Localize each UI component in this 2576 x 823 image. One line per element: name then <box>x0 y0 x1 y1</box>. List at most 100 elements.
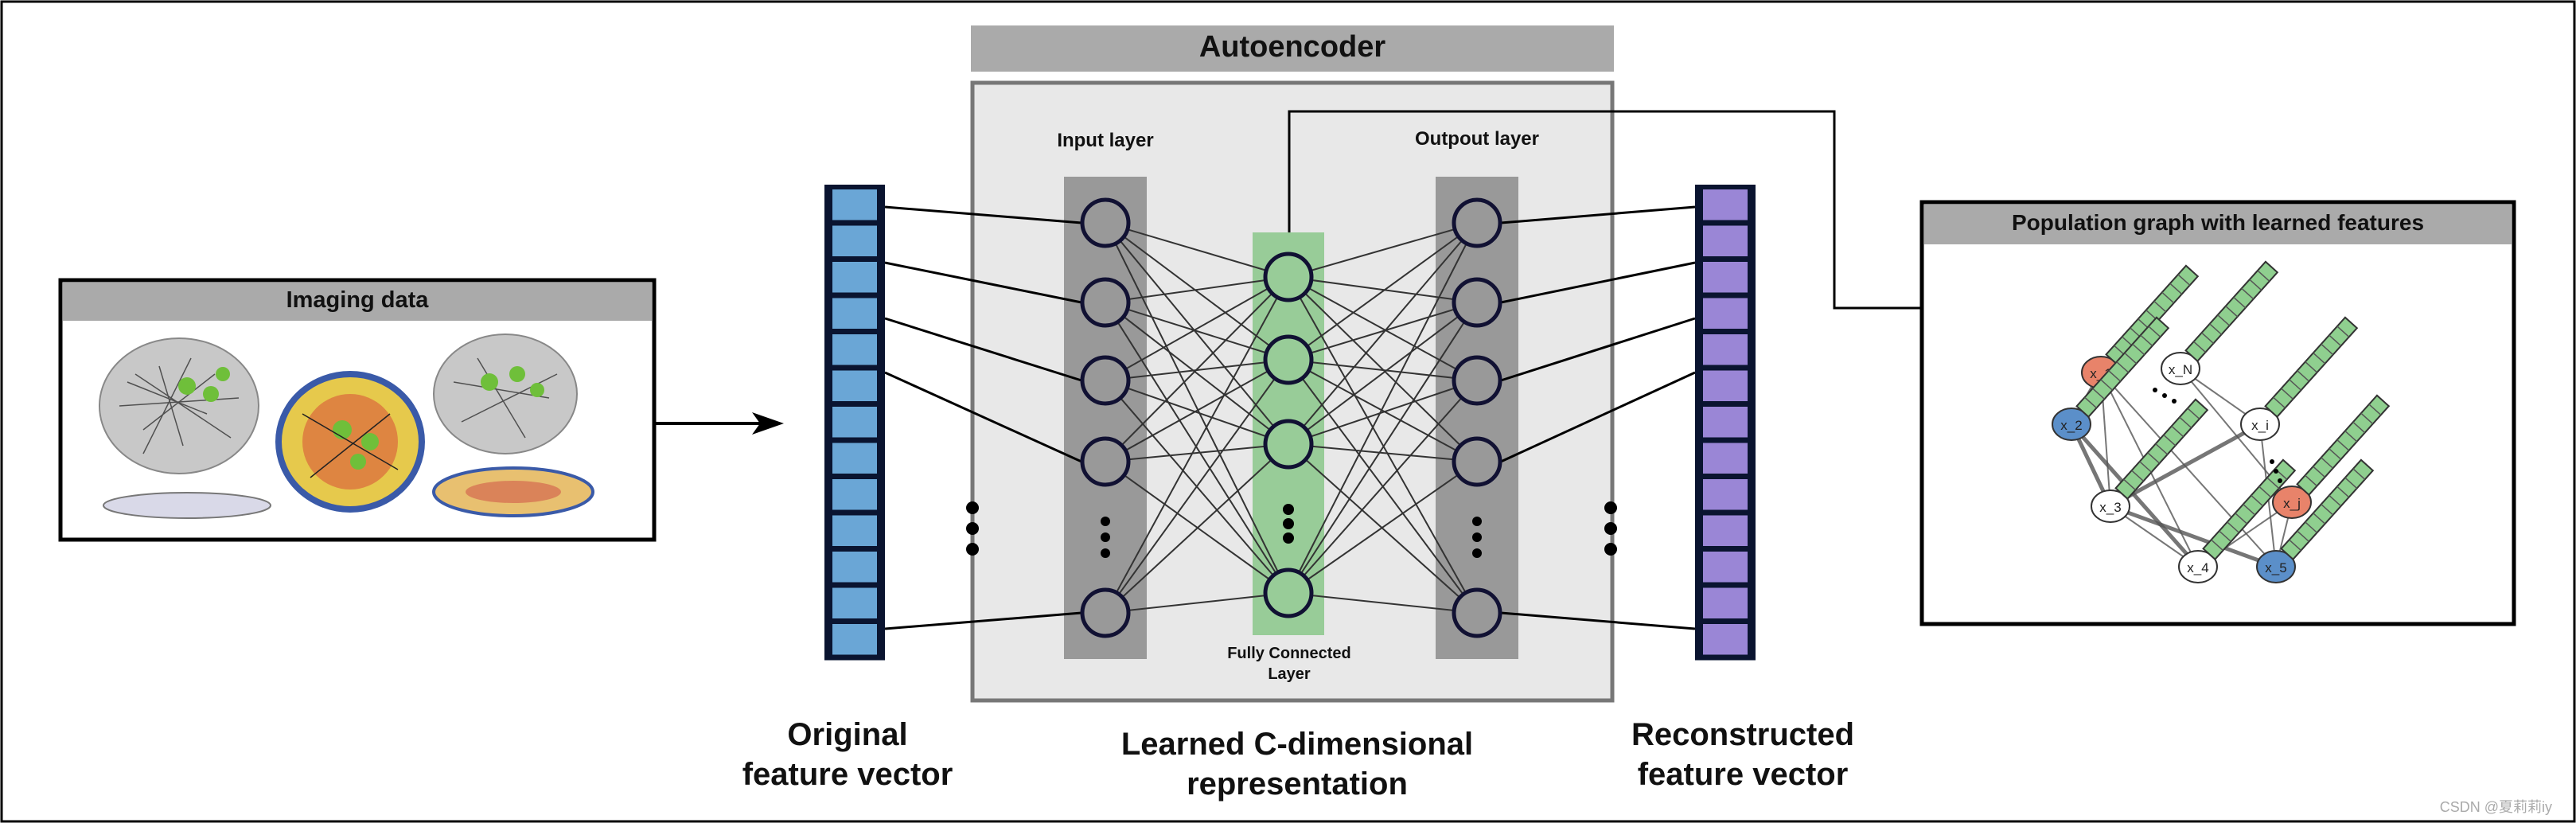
feature-bar-cell-divider <box>2273 396 2286 409</box>
original-vector-cell <box>832 334 877 365</box>
original-vector-cell <box>832 479 877 510</box>
brain-images <box>99 333 594 519</box>
feature-bar-cell-divider <box>2131 470 2145 482</box>
feature-bar-cell-divider <box>2108 370 2122 382</box>
feature-bar-cell-divider <box>2258 486 2272 498</box>
graph-node-label: x_5 <box>2265 560 2286 575</box>
original-vector-cell <box>832 552 877 583</box>
feature-bar-cell-divider <box>2251 494 2264 507</box>
original-vector-cell <box>832 370 877 401</box>
input-to-fc-connection <box>1105 276 1289 303</box>
learned-caption-line1: Learned C-dimensional <box>1120 727 1474 762</box>
input-to-fc-connection <box>1105 222 1289 278</box>
network-connections <box>1105 222 1478 614</box>
original-to-input-line <box>884 317 1082 382</box>
original-vector-cell <box>832 515 877 546</box>
graph-ellipsis-dot <box>2274 469 2278 474</box>
fc-to-output-connection <box>1288 222 1478 361</box>
neuron <box>1452 355 1502 406</box>
fc-layer-label-line1: Fully Connected <box>1227 645 1351 662</box>
graph-ellipsis-dot <box>2278 478 2282 483</box>
fc-to-output-connection <box>1288 276 1478 381</box>
original-vector-cell <box>832 587 877 618</box>
neurons <box>1080 197 1502 638</box>
feature-bar-cell-divider <box>2243 504 2256 516</box>
original-to-input-line <box>884 261 1082 304</box>
neuron <box>1263 252 1314 302</box>
feature-bar-cell-divider <box>2321 343 2334 356</box>
neuron <box>1452 277 1502 328</box>
reconstructed-vector-cell <box>1703 370 1748 401</box>
feature-bar-cell-divider <box>2289 539 2301 552</box>
feature-bar-cell-divider <box>2187 408 2200 419</box>
feature-bar-cell-divider <box>2329 494 2342 507</box>
population-panel-header <box>1924 205 2512 244</box>
feature-bar-cell-divider <box>2163 434 2177 447</box>
fc-to-output-connection <box>1288 443 1478 614</box>
neuron <box>1080 197 1131 248</box>
original-vector-cell <box>832 189 877 220</box>
feature-bar-cell-divider <box>2209 323 2223 335</box>
output-layer-column <box>1436 177 1518 659</box>
graph-node <box>2161 352 2200 385</box>
feature-bar-cell-divider <box>2321 504 2334 516</box>
reconstructed-vector-cell <box>1703 334 1748 365</box>
original-vector-cell <box>832 407 877 438</box>
neuron <box>1452 436 1502 487</box>
input-layer-label: Input layer <box>1057 130 1154 151</box>
feature-bar-cell-divider <box>2249 279 2262 291</box>
fc-to-output-connection <box>1288 302 1478 594</box>
input-to-fc-connection <box>1105 276 1289 462</box>
reconstructed-vector-cell <box>1703 479 1748 510</box>
input-to-fc-connection <box>1105 302 1289 594</box>
original-vector-cell <box>832 298 877 329</box>
fc-to-output-connection <box>1288 222 1478 594</box>
reconstructed-vector-cell <box>1703 443 1748 474</box>
reconstructed-vector-cell <box>1703 552 1748 583</box>
feature-bar-cell-divider <box>2266 477 2280 490</box>
neuron <box>1452 197 1502 248</box>
input-to-fc-connection <box>1105 222 1289 361</box>
graph-ellipsis-dot <box>2162 393 2167 398</box>
neuron <box>1080 355 1131 406</box>
input-to-fc-connection <box>1105 443 1289 462</box>
graph-node-label: x_N <box>2169 362 2192 377</box>
feature-bar-cell-divider <box>2169 283 2183 295</box>
output-to-reconstructed-line <box>1500 205 1696 224</box>
fc-to-output-connection <box>1288 380 1478 445</box>
learned-feature-bar <box>2264 316 2359 419</box>
reconstructed-vector-cell <box>1703 587 1748 618</box>
feature-bar-cell-divider <box>2368 404 2382 415</box>
graph-node <box>2256 550 2296 583</box>
reconstructed-vector-cell <box>1703 407 1748 438</box>
feature-bar-cell-divider <box>2305 521 2318 533</box>
reconstructed-vector-cell <box>1703 624 1748 655</box>
feature-bar-cell-divider <box>2227 521 2240 533</box>
reconstructed-caption-line1: Reconstructed <box>1631 717 1855 752</box>
learned-feature-bar <box>2296 394 2391 497</box>
original-to-input-line <box>884 371 1082 463</box>
output-to-reconstructed-line <box>1500 261 1696 304</box>
learned-feature-bar <box>2280 458 2375 561</box>
input-to-fc-connection <box>1105 359 1289 462</box>
neuron <box>1080 277 1131 328</box>
feature-bar-cell-divider <box>2329 448 2342 460</box>
original-vector-cell <box>832 443 877 474</box>
learned-feature-bar <box>2184 260 2279 363</box>
feature-bar-cell-divider <box>2193 341 2206 353</box>
watermark: CSDN @夏莉莉iy <box>2439 799 2552 815</box>
input-to-fc-connection <box>1105 276 1289 614</box>
reconstructed-vector-cell <box>1703 298 1748 329</box>
feature-bar-cell-divider <box>2233 296 2247 309</box>
feature-bar-cell-divider <box>2360 412 2374 425</box>
output-layer-label: Outpout layer <box>1414 128 1539 150</box>
fc-to-output-connection <box>1288 359 1478 381</box>
ellipsis-dots <box>966 501 1617 558</box>
input-to-fc-connection <box>1105 302 1289 361</box>
fc-layer-label-line2: Layer <box>1268 665 1311 683</box>
feature-bar-cell-divider <box>2352 421 2366 434</box>
neuron <box>1263 419 1314 470</box>
original-vector-cell <box>832 225 877 256</box>
feature-bar-cell-divider <box>2219 530 2232 542</box>
